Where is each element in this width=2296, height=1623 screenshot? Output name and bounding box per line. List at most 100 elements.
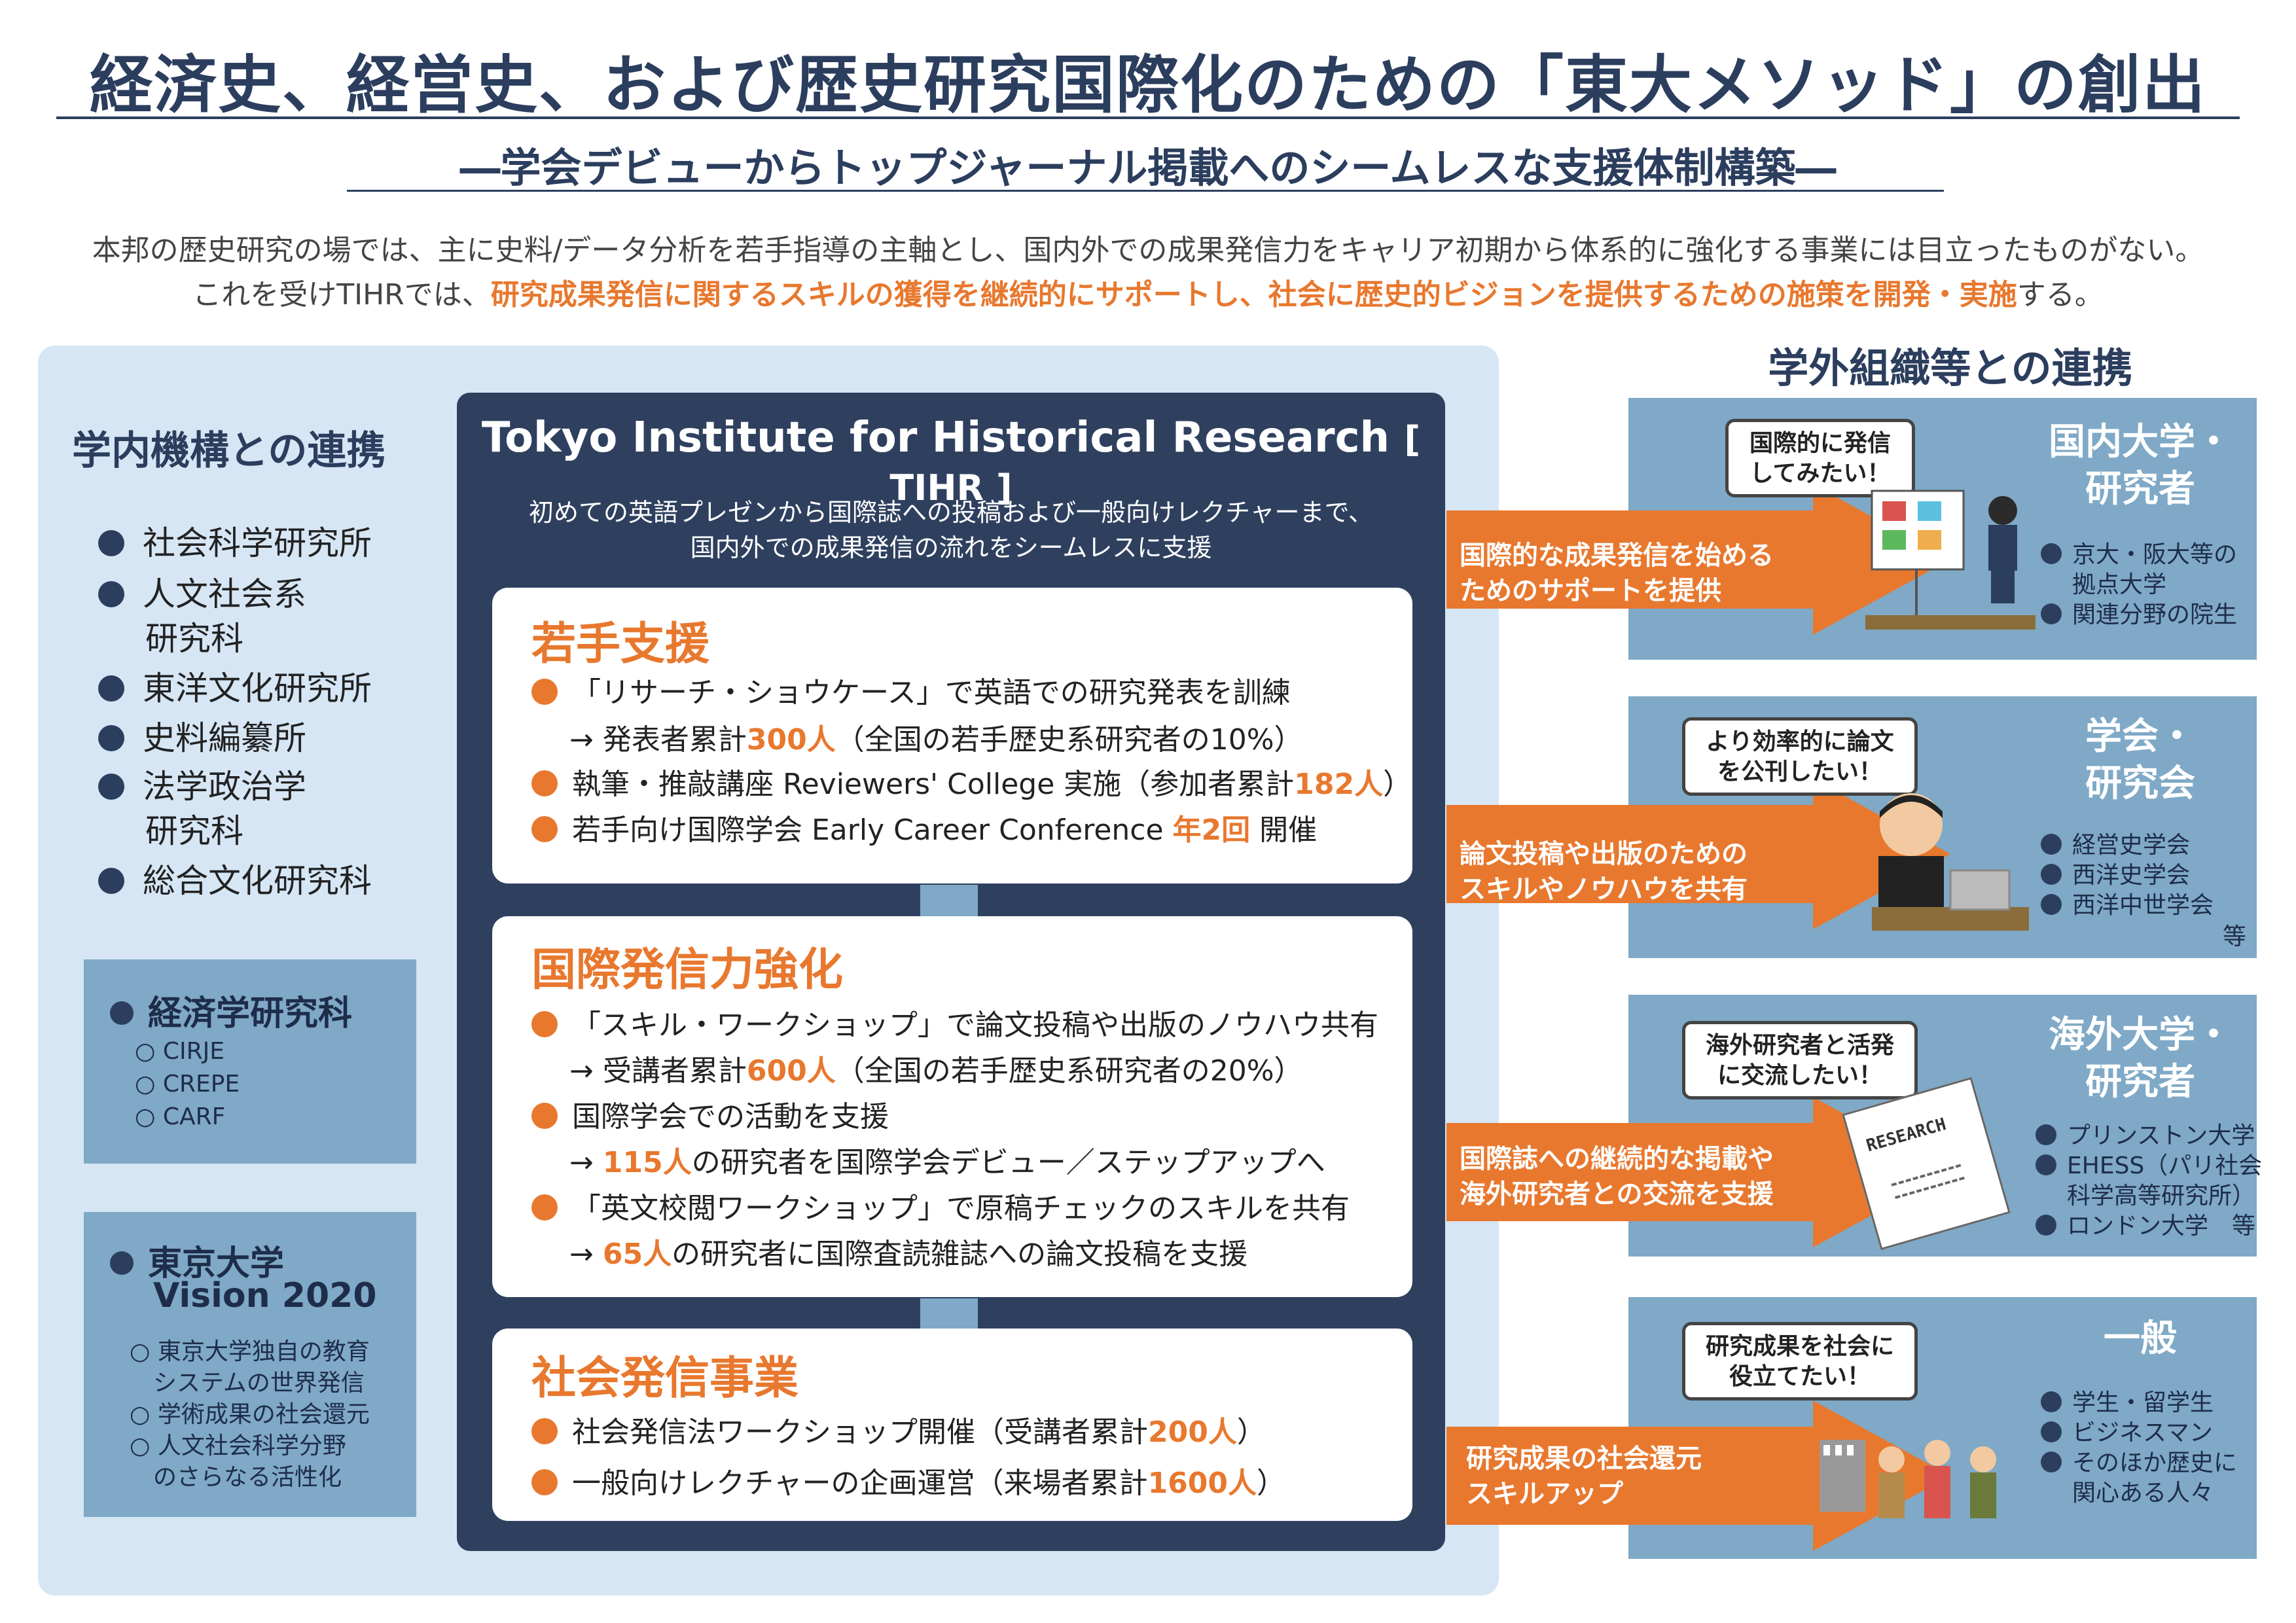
- ext-org-item: ビジネスマン: [2041, 1414, 2213, 1448]
- intro-line-2: これを受けTIHRでは、研究成果発信に関するスキルの獲得を継続的にサポートし、社…: [0, 271, 2296, 313]
- student-laptop-illustration-icon: [1872, 793, 2029, 931]
- subtitle-underline: [347, 190, 1944, 192]
- vision-item: のさらなる活性化: [130, 1464, 342, 1491]
- card-line: 社会発信法ワークショップ開催（受講者累計200人）: [531, 1408, 1266, 1450]
- ext-arrow-text: 論文投稿や出版のためのスキルやノウハウを共有: [1460, 839, 1748, 904]
- ext-org-item: 京大・阪大等の: [2041, 535, 2237, 569]
- internal-item: 史料編纂所: [98, 712, 306, 759]
- econ-box-title: 経済学研究科: [110, 986, 352, 1035]
- people-walking-illustration-icon: [1820, 1440, 1996, 1518]
- speech-bubble: 研究成果を社会に役立てたい！: [1682, 1322, 1918, 1400]
- title-underline: [56, 116, 2240, 119]
- bullet-dot: [2036, 1124, 2056, 1145]
- ext-org-title: 一般: [2104, 1317, 2177, 1360]
- vision-item: ○ 人文社会科学分野: [130, 1433, 346, 1459]
- internal-item-cont: 研究科: [145, 620, 243, 658]
- card-young-support: 若手支援 「リサーチ・ショウケース」で英語での研究発表を訓練 → 発表者累計30…: [492, 588, 1412, 883]
- bullet-dot: [531, 1103, 558, 1129]
- vision-box: 東京大学 Vision 2020 ○ 東京大学独自の教育 システムの世界発信 ○…: [84, 1212, 416, 1517]
- bullet-dot: [2041, 543, 2062, 564]
- bullet-dot: [98, 867, 124, 894]
- card-title: 国際発信力強化: [531, 944, 844, 996]
- card-line: → 受講者累計600人（全国の若手歴史系研究者の20%）: [569, 1054, 1303, 1088]
- ext-org-footer: 等: [2223, 923, 2247, 950]
- page-title: 経済史、経営史、および歴史研究国際化のための「東大メソッド」の創出: [90, 48, 2206, 122]
- card-line: → 65人の研究者に国際査読雑誌への論文投稿を支援: [569, 1238, 1248, 1271]
- bullet-dot: [98, 675, 124, 702]
- ext-org-item: 関心ある人々: [2072, 1480, 2214, 1507]
- external-title: 学外組織等との連携: [1768, 344, 2133, 392]
- bullet-dot: [531, 1194, 558, 1221]
- econ-box: 経済学研究科 ○ CIRJE ○ CREPE ○ CARF: [84, 959, 416, 1164]
- right-arrow-icon: [1446, 1400, 1950, 1554]
- speech-bubble: より効率的に論文を公刊したい！: [1682, 717, 1918, 796]
- ext-org-item: そのほか歴史に: [2041, 1444, 2237, 1478]
- bullet-dot: [2041, 603, 2062, 624]
- bullet-dot: [2041, 1391, 2062, 1412]
- bullet-dot: [110, 1001, 134, 1025]
- ext-org-item: 西洋中世学会: [2041, 886, 2214, 920]
- bullet-dot: [2036, 1215, 2056, 1236]
- ext-org-item: 経営史学会: [2041, 826, 2190, 860]
- card-title: 社会発信事業: [531, 1353, 799, 1404]
- speech-bubble: 海外研究者と活発に交流したい！: [1682, 1021, 1918, 1099]
- econ-item: ○ CREPE: [135, 1071, 240, 1097]
- ext-org-item: 学生・留学生: [2041, 1383, 2214, 1418]
- bullet-dot: [531, 1469, 558, 1495]
- vision-item: ○ 学術成果の社会還元: [130, 1401, 370, 1428]
- card-line: 執筆・推敲講座 Reviewers' College 実施（参加者累計182人）: [531, 760, 1412, 802]
- intro-line-2-post: する。: [2017, 278, 2104, 312]
- internal-item: 人文社会系: [98, 568, 306, 615]
- ext-org-item: EHESS（パリ社会: [2036, 1147, 2262, 1181]
- bullet-dot: [531, 816, 558, 842]
- card-social: 社会発信事業 社会発信法ワークショップ開催（受講者累計200人） 一般向けレクチ…: [492, 1329, 1412, 1521]
- bullet-dot: [98, 773, 124, 800]
- right-arrow-icon: [1446, 779, 1950, 932]
- card-line: → 発表者累計300人（全国の若手歴史系研究者の10%）: [569, 723, 1303, 757]
- ext-org-item: ロンドン大学 等: [2036, 1207, 2255, 1241]
- bullet-dot: [2036, 1154, 2056, 1175]
- internal-item: 東洋文化研究所: [98, 662, 372, 709]
- right-arrow-icon: [1446, 484, 1950, 635]
- econ-item: ○ CARF: [135, 1103, 226, 1130]
- tihr-desc-2: 国内外での成果発信の流れをシームレスに支援: [690, 533, 1212, 562]
- internal-item: 社会科学研究所: [98, 517, 372, 564]
- bullet-dot: [2041, 834, 2062, 855]
- bullet-dot: [98, 724, 124, 751]
- right-arrow-icon: [1446, 1097, 1950, 1250]
- internal-title: 学内機構との連携: [72, 428, 386, 474]
- ext-org-item: 関連分野の院生: [2041, 596, 2237, 630]
- ext-org-item: 西洋史学会: [2041, 856, 2190, 890]
- internal-item-cont: 研究科: [145, 812, 243, 850]
- card-line: → 115人の研究者を国際学会デビュー／ステップアップへ: [569, 1146, 1325, 1179]
- ext-org-title: 国内大学・研究者: [2049, 421, 2232, 510]
- bullet-dot: [2041, 1421, 2062, 1442]
- card-title: 若手支援: [531, 618, 710, 670]
- vision-box-title: 東京大学: [110, 1236, 284, 1285]
- internal-item: 法学政治学: [98, 760, 306, 808]
- intro-line-2-pre: これを受けTIHRでは、: [192, 278, 491, 312]
- speech-bubble: 国際的に発信してみたい！: [1725, 419, 1915, 497]
- bullet-dot: [2041, 1452, 2062, 1472]
- bullet-dot: [98, 529, 124, 556]
- tihr-title: Tokyo Institute for Historical Research …: [481, 414, 1421, 508]
- econ-item: ○ CIRJE: [135, 1038, 224, 1065]
- card-line: 「スキル・ワークショップ」で論文投稿や出版のノウハウ共有: [531, 1001, 1378, 1043]
- bullet-dot: [531, 679, 558, 705]
- card-line: 「リサーチ・ショウケース」で英語での研究発表を訓練: [531, 669, 1291, 711]
- vision-box-title-2: Vision 2020: [153, 1276, 377, 1315]
- bullet-dot: [531, 1418, 558, 1444]
- ext-arrow-text: 研究成果の社会還元スキルアップ: [1466, 1444, 1702, 1509]
- flow-arrow-stem: [920, 1298, 978, 1334]
- card-line: 若手向け国際学会 Early Career Conference 年2回 開催: [531, 806, 1317, 848]
- card-line: 国際学会での活動を支援: [531, 1093, 889, 1135]
- bullet-dot: [531, 770, 558, 796]
- bullet-dot: [98, 580, 124, 607]
- vision-item: ○ 東京大学独自の教育: [130, 1338, 370, 1365]
- intro-line-1: 本邦の歴史研究の場では、主に史料/データ分析を若手指導の主軸とし、国内外での成果…: [92, 234, 2204, 267]
- card-line: 「英文校閲ワークショップ」で原稿チェックのスキルを共有: [531, 1185, 1350, 1226]
- ext-arrow-text: 国際的な成果発信を始めるためのサポートを提供: [1460, 541, 1774, 606]
- internal-item: 総合文化研究科: [98, 855, 372, 902]
- page-subtitle: ―学会デビューからトップジャーナル掲載へのシームレスな支援体制構築―: [459, 144, 1837, 192]
- bullet-dot: [110, 1251, 134, 1275]
